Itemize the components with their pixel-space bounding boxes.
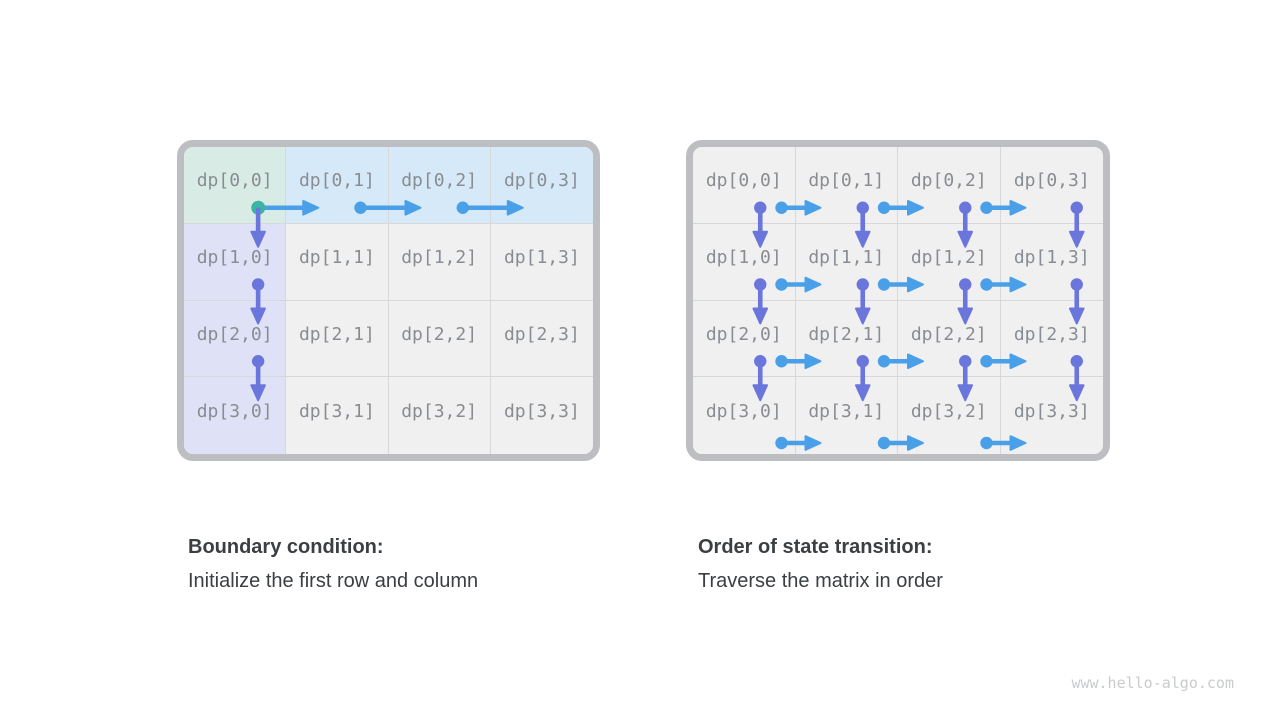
cell-label: dp[2,3] bbox=[503, 323, 580, 345]
cell-label: dp[1,2] bbox=[910, 247, 987, 269]
state-transition-panel: dp[0,0] dp[0,1] dp[0,2] dp[0,3] dp[1,0] dp[1,… bbox=[686, 140, 1110, 461]
grid-cell-right_panel-1-2: dp[1,2] bbox=[898, 223, 1001, 301]
grid-cell-right_panel-0-0: dp[0,0] bbox=[693, 147, 796, 224]
grid-cell-right_panel-0-2: dp[0,2] bbox=[898, 147, 1001, 224]
cell-label: dp[2,1] bbox=[808, 323, 885, 345]
grid-cell-right_panel-3-2: dp[3,2] bbox=[898, 377, 1001, 454]
grid-cell-left_panel-0-2: dp[0,2] bbox=[388, 147, 491, 224]
cell-label: dp[2,0] bbox=[196, 323, 273, 345]
grid-cell-left_panel-1-1: dp[1,1] bbox=[286, 223, 389, 301]
cell-label: dp[1,1] bbox=[808, 247, 885, 269]
cell-label: dp[0,2] bbox=[401, 170, 478, 192]
cell-label: dp[3,0] bbox=[196, 401, 273, 423]
cell-label: dp[1,0] bbox=[705, 247, 782, 269]
grid-cell-right_panel-3-0: dp[3,0] bbox=[693, 377, 796, 454]
cell-label: dp[2,0] bbox=[705, 323, 782, 345]
grid-cell-left_panel-1-3: dp[1,3] bbox=[490, 223, 593, 301]
grid-cell-left_panel-3-0: dp[3,0] bbox=[184, 377, 287, 454]
cell-label: dp[1,3] bbox=[503, 247, 580, 269]
grid-cell-right_panel-1-0: dp[1,0] bbox=[693, 223, 796, 301]
grid-cell-left_panel-0-3: dp[0,3] bbox=[490, 147, 593, 224]
grid-cell-left_panel-2-0: dp[2,0] bbox=[184, 300, 287, 378]
grid-cell-left_panel-2-1: dp[2,1] bbox=[286, 300, 389, 378]
cell-label: dp[0,0] bbox=[196, 170, 273, 192]
cell-label: dp[3,2] bbox=[401, 401, 478, 423]
cell-label: dp[1,3] bbox=[1013, 247, 1090, 269]
dp-grid-transition: dp[0,0] dp[0,1] dp[0,2] dp[0,3] dp[1,0] dp[1,… bbox=[693, 147, 1103, 454]
caption-boundary-condition: Boundary condition: Initialize the first… bbox=[188, 530, 478, 598]
cell-label: dp[0,0] bbox=[705, 170, 782, 192]
cell-label: dp[0,1] bbox=[808, 170, 885, 192]
grid-cell-left_panel-2-3: dp[2,3] bbox=[490, 300, 593, 378]
grid-cell-left_panel-3-2: dp[3,2] bbox=[388, 377, 491, 454]
caption-subtitle: Traverse the matrix in order bbox=[698, 570, 943, 592]
cell-label: dp[2,1] bbox=[298, 323, 375, 345]
cell-label: dp[1,2] bbox=[401, 247, 478, 269]
grid-cell-left_panel-3-3: dp[3,3] bbox=[490, 377, 593, 454]
grid-cell-left_panel-0-1: dp[0,1] bbox=[286, 147, 389, 224]
cell-label: dp[3,3] bbox=[1013, 401, 1090, 423]
grid-cell-left_panel-0-0: dp[0,0] bbox=[184, 147, 287, 224]
boundary-condition-panel: dp[0,0] dp[0,1] dp[0,2] dp[0,3] dp[1,0] dp[1,… bbox=[177, 140, 600, 461]
grid-cell-left_panel-3-1: dp[3,1] bbox=[286, 377, 389, 454]
cell-label: dp[3,1] bbox=[808, 401, 885, 423]
watermark: www.hello-algo.com bbox=[1071, 674, 1234, 692]
cell-label: dp[1,1] bbox=[298, 247, 375, 269]
grid-cell-right_panel-2-3: dp[2,3] bbox=[1000, 300, 1103, 378]
cell-label: dp[3,3] bbox=[503, 401, 580, 423]
grid-cell-left_panel-2-2: dp[2,2] bbox=[388, 300, 491, 378]
grid-cell-right_panel-0-3: dp[0,3] bbox=[1000, 147, 1103, 224]
cell-label: dp[1,0] bbox=[196, 247, 273, 269]
grid-cell-left_panel-1-2: dp[1,2] bbox=[388, 223, 491, 301]
grid-cell-right_panel-3-3: dp[3,3] bbox=[1000, 377, 1103, 454]
cell-label: dp[2,3] bbox=[1013, 323, 1090, 345]
grid-cell-right_panel-2-2: dp[2,2] bbox=[898, 300, 1001, 378]
caption-title: Order of state transition: bbox=[698, 536, 933, 558]
caption-state-transition: Order of state transition: Traverse the … bbox=[698, 530, 943, 598]
grid-cell-right_panel-3-1: dp[3,1] bbox=[795, 377, 898, 454]
cell-label: dp[0,3] bbox=[1013, 170, 1090, 192]
cell-label: dp[3,1] bbox=[298, 401, 375, 423]
grid-cell-right_panel-2-1: dp[2,1] bbox=[795, 300, 898, 378]
dp-grid-boundary: dp[0,0] dp[0,1] dp[0,2] dp[0,3] dp[1,0] dp[1,… bbox=[184, 147, 593, 454]
cell-label: dp[0,2] bbox=[910, 170, 987, 192]
cell-label: dp[2,2] bbox=[401, 323, 478, 345]
cell-label: dp[0,3] bbox=[503, 170, 580, 192]
cell-label: dp[3,2] bbox=[910, 401, 987, 423]
grid-cell-right_panel-1-1: dp[1,1] bbox=[795, 223, 898, 301]
grid-cell-left_panel-1-0: dp[1,0] bbox=[184, 223, 287, 301]
cell-label: dp[0,1] bbox=[298, 170, 375, 192]
cell-label: dp[2,2] bbox=[910, 323, 987, 345]
grid-cell-right_panel-1-3: dp[1,3] bbox=[1000, 223, 1103, 301]
cell-label: dp[3,0] bbox=[705, 401, 782, 423]
grid-cell-right_panel-2-0: dp[2,0] bbox=[693, 300, 796, 378]
caption-subtitle: Initialize the first row and column bbox=[188, 570, 479, 592]
grid-cell-right_panel-0-1: dp[0,1] bbox=[795, 147, 898, 224]
caption-title: Boundary condition: bbox=[188, 536, 384, 558]
